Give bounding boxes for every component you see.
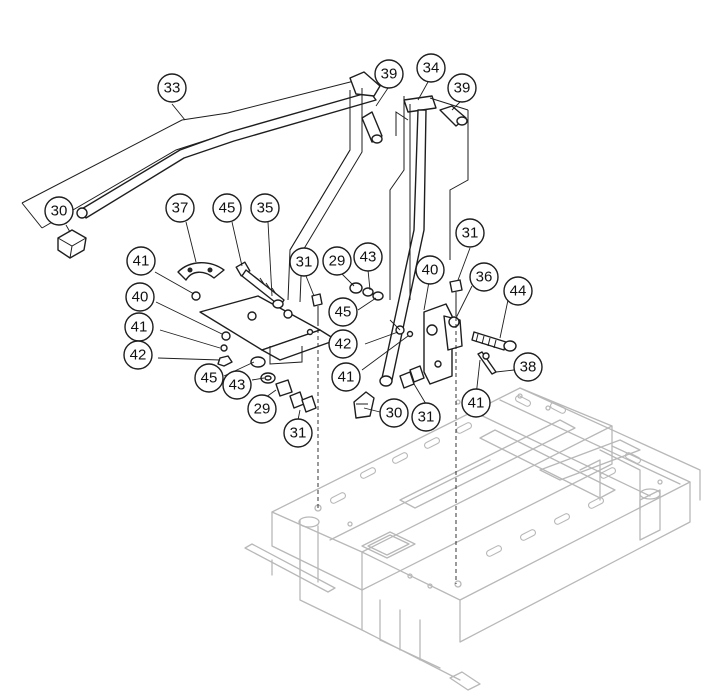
callout-29-left: 29 <box>247 394 277 424</box>
cotter-38 <box>477 351 497 375</box>
callout-30-left: 30 <box>44 196 74 226</box>
svg-text:31: 31 <box>290 425 307 442</box>
svg-text:43: 43 <box>360 249 377 266</box>
callout-44: 44 <box>503 276 533 306</box>
svg-text:39: 39 <box>381 66 398 83</box>
callout-38: 38 <box>513 352 543 382</box>
callout-41-left: 41 <box>124 312 154 342</box>
grip-39-left <box>361 111 383 144</box>
bolt-45-35 <box>235 261 285 307</box>
svg-text:38: 38 <box>520 359 537 376</box>
svg-text:37: 37 <box>172 200 189 217</box>
callout-34: 34 <box>416 53 446 83</box>
svg-text:30: 30 <box>386 405 403 422</box>
knob-30-right <box>353 391 375 419</box>
callout-41-center: 41 <box>331 362 361 392</box>
svg-text:30: 30 <box>51 203 68 220</box>
callout-45-top: 45 <box>212 193 242 223</box>
svg-text:42: 42 <box>335 336 352 353</box>
callout-40-right: 40 <box>415 255 445 285</box>
callout-31-top: 31 <box>289 247 319 277</box>
callout-42-center: 42 <box>328 329 358 359</box>
svg-text:42: 42 <box>130 347 147 364</box>
svg-text:43: 43 <box>229 377 246 394</box>
svg-text:34: 34 <box>423 60 440 77</box>
pin-44 <box>471 331 517 352</box>
svg-text:45: 45 <box>219 200 236 217</box>
svg-text:45: 45 <box>335 304 352 321</box>
svg-text:39: 39 <box>454 80 471 97</box>
callout-31-bottom-left: 31 <box>283 418 313 448</box>
svg-text:45: 45 <box>201 370 218 387</box>
grip-39-right <box>439 105 468 127</box>
callout-40-left: 40 <box>125 282 155 312</box>
callout-43-left: 43 <box>222 370 252 400</box>
callout-31-right-top: 31 <box>455 218 485 248</box>
bracket-right <box>395 279 463 389</box>
svg-text:41: 41 <box>131 319 148 336</box>
svg-text:40: 40 <box>132 289 149 306</box>
svg-text:35: 35 <box>257 200 274 217</box>
callout-45-left: 45 <box>194 363 224 393</box>
callout-42-left: 42 <box>123 340 153 370</box>
svg-text:41: 41 <box>133 253 150 270</box>
callout-41-right: 41 <box>461 388 491 418</box>
callout-30-right: 30 <box>379 398 409 428</box>
callout-33: 33 <box>157 73 187 103</box>
callout-45-center: 45 <box>328 297 358 327</box>
svg-text:40: 40 <box>422 262 439 279</box>
lever-rod-33 <box>21 71 381 229</box>
callout-41-top-left: 41 <box>126 246 156 276</box>
callout-29-top: 29 <box>322 246 352 276</box>
svg-text:41: 41 <box>338 369 355 386</box>
frame-assembly <box>244 387 701 691</box>
svg-text:41: 41 <box>468 395 485 412</box>
hardware-left <box>191 291 317 413</box>
frame-slots <box>329 395 642 557</box>
svg-text:44: 44 <box>510 283 527 300</box>
svg-text:36: 36 <box>476 269 493 286</box>
svg-text:31: 31 <box>462 225 479 242</box>
svg-text:33: 33 <box>164 80 181 97</box>
callout-36: 36 <box>469 262 499 292</box>
svg-text:29: 29 <box>254 401 271 418</box>
callout-43-top: 43 <box>353 242 383 272</box>
control-arm-left <box>287 88 363 303</box>
svg-text:29: 29 <box>329 253 346 270</box>
svg-text:31: 31 <box>296 254 313 271</box>
callout-35: 35 <box>250 193 280 223</box>
bracket-left <box>199 295 337 365</box>
knob-30-left <box>57 229 87 259</box>
plate-right <box>389 96 469 300</box>
callout-39-right: 39 <box>447 73 477 103</box>
clip-37 <box>177 262 225 281</box>
alignment-lines <box>317 296 457 584</box>
svg-text:31: 31 <box>418 409 435 426</box>
callout-37: 37 <box>165 193 195 223</box>
callout-39-left: 39 <box>374 59 404 89</box>
callout-31-bottom-right: 31 <box>411 402 441 432</box>
handle-34 <box>379 95 437 387</box>
